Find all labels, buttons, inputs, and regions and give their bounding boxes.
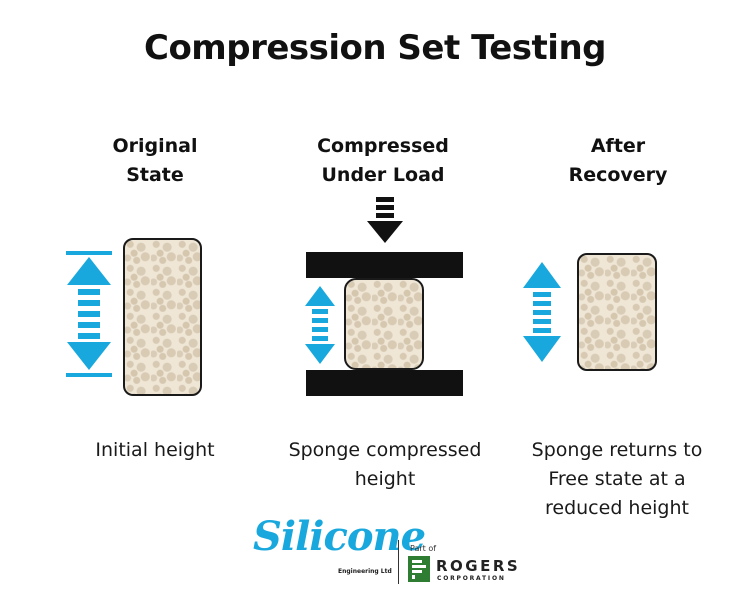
stage-title-line: Compressed bbox=[317, 135, 449, 157]
caption-line: Sponge returns to bbox=[531, 439, 703, 461]
silicone-brand-sub: Engineering Ltd bbox=[338, 568, 392, 575]
initial-height-arrow-icon bbox=[66, 251, 112, 377]
caption-line: Initial height bbox=[95, 439, 215, 461]
sponge-compressed bbox=[344, 278, 424, 370]
rogers-name-sub: CORPORATION bbox=[437, 575, 506, 582]
sponge-original bbox=[123, 238, 202, 396]
rogers-mark-icon bbox=[408, 556, 430, 582]
stage-title-line: Under Load bbox=[321, 164, 445, 186]
caption-line: Free state at a bbox=[548, 468, 686, 490]
stage-title-line: Recovery bbox=[568, 164, 668, 186]
sponge-recovered bbox=[577, 253, 657, 371]
stage-title-line: State bbox=[126, 164, 184, 186]
caption-line: reduced height bbox=[545, 497, 689, 519]
stage-title-line: After bbox=[590, 135, 646, 157]
load-arrow-icon bbox=[367, 197, 403, 243]
silicone-brand: Silicone bbox=[253, 513, 426, 560]
stage-title-line: Original bbox=[112, 135, 198, 157]
compressed-height-arrow-icon bbox=[305, 286, 335, 364]
top-plate bbox=[306, 252, 463, 278]
caption-compressed-height: Sponge compressed height bbox=[265, 436, 505, 494]
rogers-name: ROGERS bbox=[436, 557, 521, 575]
part-of-label: Part of bbox=[410, 544, 437, 553]
bottom-plate bbox=[306, 370, 463, 396]
caption-initial-height: Initial height bbox=[35, 436, 275, 465]
caption-line: Sponge compressed bbox=[288, 439, 482, 461]
caption-recovered-height: Sponge returns to Free state at a reduce… bbox=[497, 436, 737, 523]
caption-line: height bbox=[354, 468, 416, 490]
stage-title-compressed: Compressed Under Load bbox=[283, 132, 483, 190]
logo-divider bbox=[398, 540, 399, 584]
page-title: Compression Set Testing bbox=[144, 28, 607, 68]
stage-title-original: Original State bbox=[55, 132, 255, 190]
stage-title-recovery: After Recovery bbox=[518, 132, 718, 190]
recovered-height-arrow-icon bbox=[523, 262, 561, 362]
